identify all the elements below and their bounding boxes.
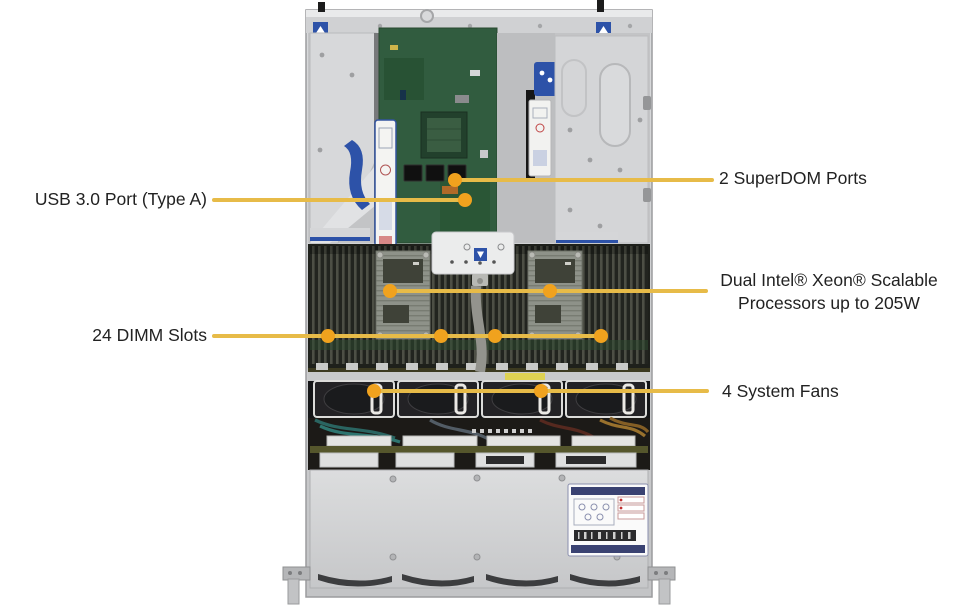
dimm-latch-row — [316, 363, 628, 370]
shroud-edge-right — [556, 232, 618, 243]
fan-row — [308, 372, 650, 419]
cpu-riser-sticker — [528, 99, 552, 177]
sticker-footer-bar — [571, 545, 645, 553]
callout-dot-dimm-1 — [321, 329, 335, 343]
callout-label-cpu-line1: Dual Intel® Xeon® Scalable — [720, 270, 938, 290]
latch-tab — [643, 96, 651, 110]
dimm-cpu-band — [308, 231, 650, 374]
rack-ear-right — [647, 566, 676, 605]
service-label-sticker — [567, 483, 649, 557]
upper-compartment — [308, 27, 651, 257]
cpu-heatsink-1 — [375, 250, 431, 340]
callout-leaders — [212, 173, 714, 398]
rack-ear-left — [282, 566, 311, 605]
shroud-edge-left — [310, 228, 370, 241]
cpu-heatsink-2 — [527, 250, 583, 340]
riser-bracket-left — [309, 32, 377, 244]
blue-arrow-marker — [474, 248, 487, 261]
callout-dot-dimm-4 — [594, 329, 608, 343]
callout-dot-usb — [458, 193, 472, 207]
callout-dot-fans-1 — [367, 384, 381, 398]
chassis — [282, 0, 676, 605]
callout-label-dimm: 24 DIMM Slots — [92, 325, 207, 345]
riser-label-sticker — [374, 119, 397, 257]
fan-1 — [313, 380, 395, 418]
thumbscrew — [420, 9, 434, 23]
fan-2 — [397, 380, 479, 418]
callout-label-cpu: Dual Intel® Xeon® Scalable Processors up… — [700, 269, 958, 315]
callout-label-fans: 4 System Fans — [722, 381, 839, 401]
callout-dot-cpu-2 — [543, 284, 557, 298]
callout-label-cpu-line2: Processors up to 205W — [738, 293, 920, 313]
backplane — [310, 435, 648, 468]
ribbon-cable — [470, 285, 487, 373]
drive-bay-cover — [309, 469, 649, 589]
sticker-barcode — [574, 530, 636, 541]
callout-dot-fans-2 — [534, 384, 548, 398]
chassis-pin-right — [597, 0, 604, 12]
sticker-header-bar — [571, 487, 645, 495]
fan-4 — [565, 380, 647, 418]
callout-label-superdom: 2 SuperDOM Ports — [719, 168, 867, 188]
air-shroud — [431, 231, 515, 373]
blue-info-label — [534, 62, 558, 96]
callout-dot-dimm-3 — [488, 329, 502, 343]
motherboard — [378, 27, 498, 244]
drive-pull-shadows — [318, 574, 640, 587]
callout-dot-dimm-2 — [434, 329, 448, 343]
backplane-pcb — [310, 446, 648, 453]
chipset-heatsink — [420, 111, 468, 159]
pin-header-dots — [472, 429, 532, 433]
chassis-pin-left — [318, 2, 325, 12]
center-divider — [497, 33, 558, 243]
caution-sticker — [505, 373, 545, 380]
fan-3 — [481, 380, 563, 418]
blue-air-guide — [344, 140, 370, 210]
callout-dot-cpu-1 — [383, 284, 397, 298]
psu-bay-panel — [554, 35, 651, 244]
latch-tab — [643, 188, 651, 202]
callout-label-usb: USB 3.0 Port (Type A) — [34, 189, 207, 209]
superdom-ports — [403, 164, 467, 194]
callout-dot-superdom — [448, 173, 462, 187]
